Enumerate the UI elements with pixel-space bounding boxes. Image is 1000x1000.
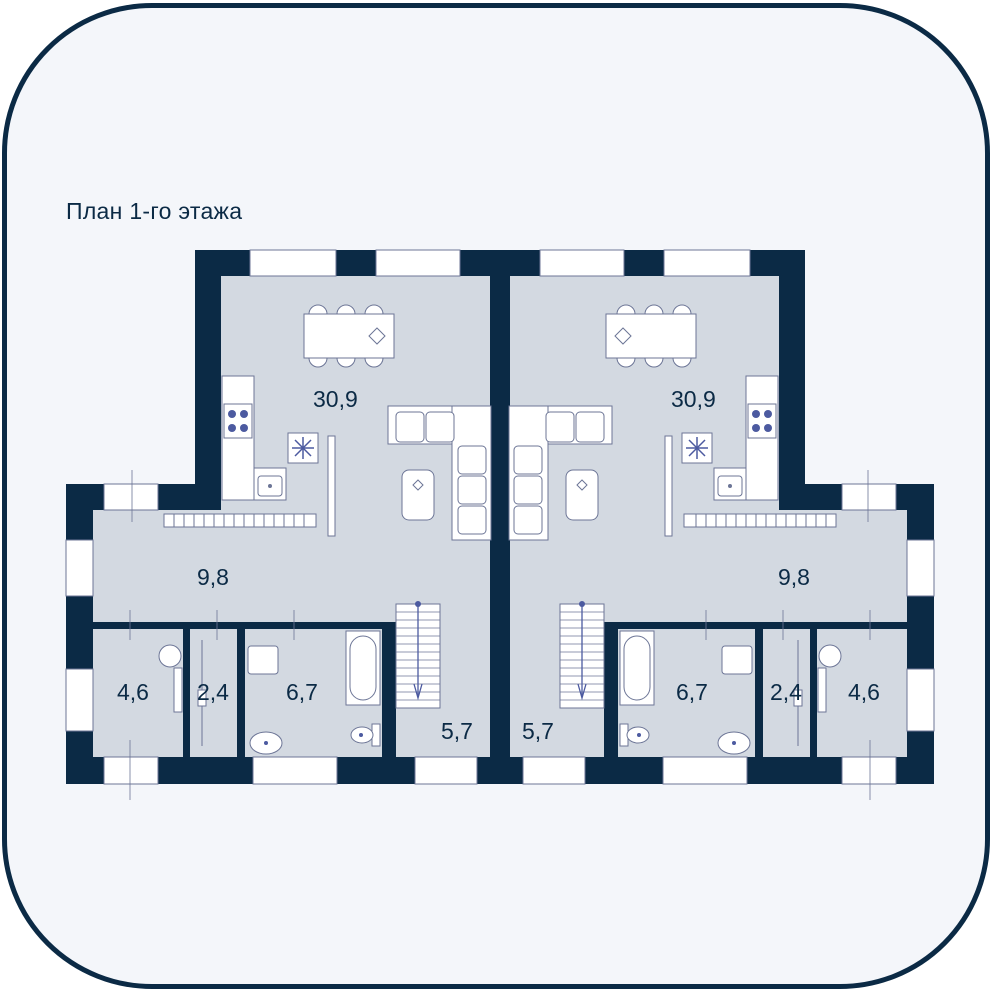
- shower-fixture: [197, 640, 207, 746]
- washing-machine: [721, 645, 753, 675]
- toilet: [619, 723, 650, 747]
- toilet: [817, 644, 842, 713]
- kitchen-living-area: 30,9: [671, 386, 716, 412]
- dining-set: [303, 304, 395, 368]
- windows: [522, 249, 935, 785]
- dining-set: [605, 304, 697, 368]
- fan-icon: [686, 437, 708, 459]
- radiator: [327, 435, 336, 537]
- right-unit: 30,9 9,8 4,6 2,4 6,7 5,7: [494, 249, 935, 800]
- door-swing: [705, 470, 871, 800]
- coffee-table: [565, 469, 599, 521]
- room-b-area: 2,4: [197, 679, 229, 705]
- staircase: [395, 601, 441, 709]
- fan-icon: [292, 437, 314, 459]
- toilet: [158, 644, 183, 713]
- room-b-area: 2,4: [770, 679, 802, 705]
- washbasin: [249, 731, 283, 755]
- washbasin: [717, 731, 751, 755]
- sink-icon: [717, 475, 743, 497]
- door-swing: [129, 470, 295, 800]
- radiator: [664, 435, 673, 537]
- toilet: [350, 723, 381, 747]
- bathtub: [345, 630, 381, 706]
- stove-icon: [752, 410, 772, 432]
- bathroom-area: 6,7: [286, 679, 318, 705]
- radiator: [163, 513, 317, 528]
- room-a-area: 4,6: [848, 679, 880, 705]
- sink-icon: [257, 475, 283, 497]
- radiator: [683, 513, 837, 528]
- stair-area: 5,7: [522, 718, 554, 744]
- kitchen-living-area: 30,9: [313, 386, 358, 412]
- plan-title: План 1-го этажа: [66, 198, 243, 224]
- stair-area: 5,7: [441, 718, 473, 744]
- sofa: [387, 405, 492, 541]
- bathtub: [619, 630, 655, 706]
- hall-area: 9,8: [197, 564, 229, 590]
- hall-area: 9,8: [778, 564, 810, 590]
- shower-fixture: [793, 640, 803, 746]
- sofa: [508, 405, 613, 541]
- room-a-area: 4,6: [117, 679, 149, 705]
- coffee-table: [401, 469, 435, 521]
- stove-icon: [228, 410, 248, 432]
- left-unit: 30,9 9,8 4,6 2,4 6,7 5,7: [65, 249, 506, 800]
- staircase: [559, 601, 605, 709]
- washing-machine: [247, 645, 279, 675]
- bathroom-area: 6,7: [676, 679, 708, 705]
- windows: [65, 249, 478, 785]
